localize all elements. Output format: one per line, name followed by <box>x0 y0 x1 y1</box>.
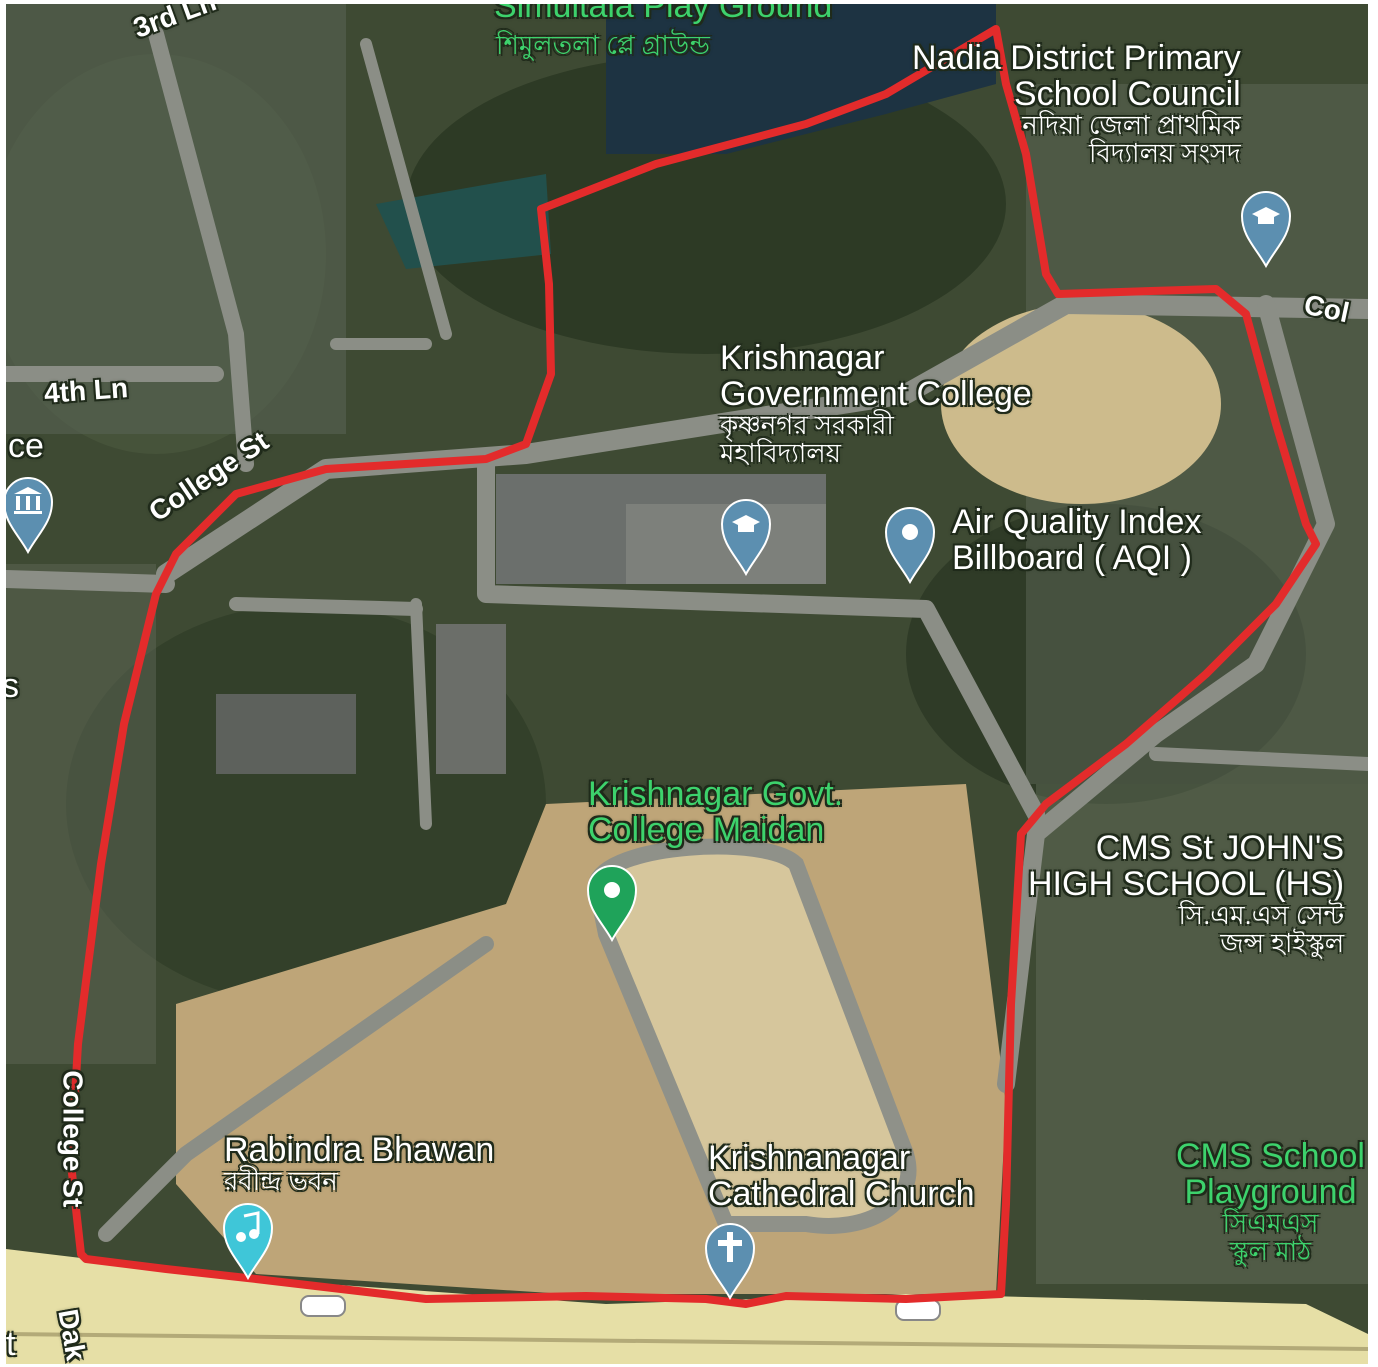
nadia-council-en-1: Nadia District Primary <box>912 39 1241 77</box>
rabindra-en: Rabindra Bhawan <box>224 1131 495 1169</box>
college-bn-2: মহাবিদ্যালয় <box>720 437 841 468</box>
road <box>156 294 1368 584</box>
pond <box>606 4 996 154</box>
edge-label-t: t <box>6 1326 15 1362</box>
road-4th-ln-text: 4th Ln <box>42 372 129 409</box>
rabindra-bn: রবীন্দ্র ভবন <box>224 1166 338 1197</box>
maidan-en-2: College Maidan <box>588 811 825 850</box>
graduation-cap-icon[interactable] <box>1238 188 1294 268</box>
nadia-council-bn-1: নদিয়া জেলা প্রাথমিক <box>1022 110 1241 141</box>
road <box>477 455 1045 823</box>
museum-icon[interactable] <box>6 474 56 554</box>
college-en-2: Government College <box>720 375 1032 414</box>
rabindra-label: Rabindra Bhawan রবীন্দ্র ভবন <box>224 1132 494 1196</box>
cathedral-en-1: Krishnanagar <box>708 1139 911 1177</box>
music-note-icon[interactable] <box>220 1200 276 1280</box>
cms-school-bn-2: জন্স হাইস্কুল <box>1220 927 1345 958</box>
road-label-4th-ln: 4th Ln <box>42 372 129 409</box>
cms-school-en-1: CMS St JOHN'S <box>1095 829 1345 867</box>
graduation-cap-icon[interactable] <box>718 496 774 576</box>
cms-school-label: CMS St JOHN'S HIGH SCHOOL (HS) সি.এম.এস … <box>1028 830 1344 957</box>
simultala-bn-label: শিমুলতলা প্লে গ্রাউন্ড <box>496 30 710 60</box>
highway-shield <box>300 1295 346 1317</box>
satellite-map <box>6 4 1368 1364</box>
residential-area <box>1036 784 1368 1284</box>
road <box>410 598 432 830</box>
aqi-en-1: Air Quality Index <box>952 503 1202 541</box>
road <box>1149 747 1368 771</box>
college-bn-1: কৃষ্ণনগর সরকারী <box>720 410 894 441</box>
cms-school-bn-1: সি.এম.এস সেন্ট <box>1178 900 1345 931</box>
edge-t-text: t <box>6 1325 16 1363</box>
road <box>148 26 254 472</box>
tree-cover <box>406 54 1006 354</box>
highway <box>6 1249 1368 1364</box>
cms-school-en-2: HIGH SCHOOL (HS) <box>1028 865 1345 904</box>
cms-playground-en-2: Playground <box>1184 1173 1357 1212</box>
maidan-en-1: Krishnagar Govt. <box>588 775 844 813</box>
road <box>997 295 1335 1093</box>
aqi-label: Air Quality Index Billboard ( AQI ) <box>952 504 1201 576</box>
road <box>360 38 452 340</box>
road <box>98 936 494 1242</box>
route-outline <box>67 25 1320 1308</box>
maidan-label: Krishnagar Govt. College Maidan <box>588 776 843 848</box>
cms-playground-bn-1: সিএমএস <box>1222 1208 1319 1239</box>
edge-s-text: s <box>6 667 19 705</box>
edge-label-s: s <box>6 668 19 704</box>
road-label-college-st-vertical: College St <box>57 1070 89 1208</box>
simultala-en: Simultala Play Ground <box>494 4 833 25</box>
highway-shield <box>895 1299 941 1321</box>
simultala-label: Simultala Play Ground <box>494 4 832 24</box>
highway <box>6 1332 1368 1351</box>
nadia-council-label: Nadia District Primary School Council নদ… <box>912 40 1241 167</box>
residential-area <box>6 564 156 1064</box>
cms-playground-bn-2: স্কুল মাঠ <box>1229 1235 1312 1266</box>
track <box>587 838 917 1234</box>
sandy-ground <box>941 304 1221 504</box>
green-dot-pin-icon[interactable] <box>584 862 640 942</box>
cross-icon[interactable] <box>702 1220 758 1300</box>
building <box>216 694 356 774</box>
cms-playground-label: CMS School Playground সিএমএস স্কুল মাঠ <box>1176 1138 1365 1265</box>
edge-label-ce: ce <box>8 428 44 464</box>
cathedral-label: Krishnanagar Cathedral Church <box>708 1140 974 1212</box>
map-view[interactable]: Simultala Play Ground শিমুলতলা প্লে গ্রা… <box>6 4 1368 1364</box>
college-en-1: Krishnagar <box>720 339 885 377</box>
road <box>229 597 423 616</box>
nadia-council-bn-2: বিদ্যালয় সংসদ <box>1088 137 1241 168</box>
cms-playground-en-1: CMS School <box>1176 1137 1365 1175</box>
dot-pin-icon[interactable] <box>882 504 938 584</box>
building <box>436 624 506 774</box>
cathedral-en-2: Cathedral Church <box>708 1175 975 1214</box>
nadia-council-en-2: School Council <box>1013 75 1241 114</box>
road <box>6 570 175 593</box>
aqi-en-2: Billboard ( AQI ) <box>952 539 1192 578</box>
roads <box>6 26 1368 1242</box>
road-college-st-vertical-text: College St <box>57 1070 89 1208</box>
edge-ce-text: ce <box>8 427 44 465</box>
residential-area <box>6 4 346 434</box>
simultala-bn: শিমুলতলা প্লে গ্রাউন্ড <box>496 30 710 60</box>
college-label: Krishnagar Government College কৃষ্ণনগর স… <box>720 340 1032 467</box>
